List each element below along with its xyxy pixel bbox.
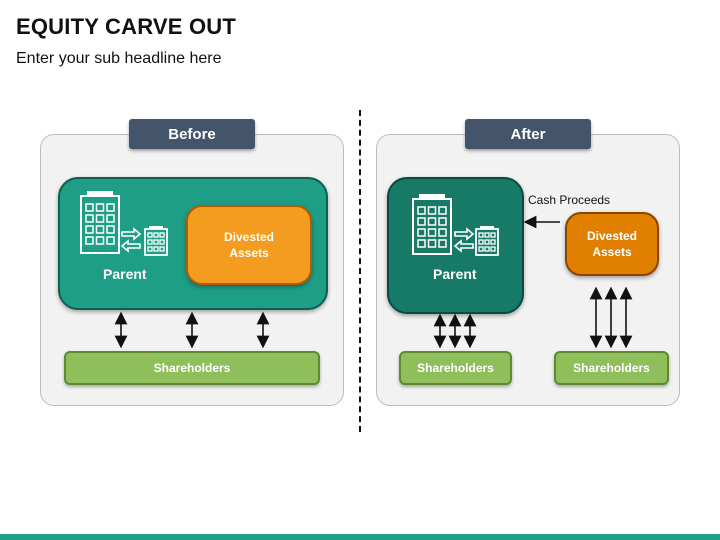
after-shareholders-left-box: Shareholders [399,351,512,385]
transfer-arrows-icon [453,227,475,253]
after-divested-assets-box: Divested Assets [565,212,659,276]
building-icon [412,194,452,255]
before-assets-line1: Divested [223,229,275,244]
before-tab: Before [129,119,255,149]
page-subtitle: Enter your sub headline here [16,50,222,67]
before-divested-assets-box: Divested Assets [186,205,312,285]
after-assets-line1: Divested [586,228,638,243]
page-title: EQUITY CARVE OUT [16,14,236,39]
small-building-icon [144,226,168,256]
transfer-arrows-icon [120,227,142,253]
after-parent-label: Parent [433,266,477,282]
cash-proceeds-label: Cash Proceeds [528,193,611,207]
after-assets-line2: Assets [592,245,632,259]
building-icon [80,191,120,254]
before-assets-line2: Assets [229,246,269,260]
after-tab: After [465,119,591,149]
footer-accent-bar [0,534,720,540]
small-building-icon [475,226,499,256]
after-shareholders-right-box: Shareholders [554,351,669,385]
panel-divider [359,110,361,432]
before-shareholders-box: Shareholders [64,351,320,385]
before-parent-label: Parent [103,266,147,282]
